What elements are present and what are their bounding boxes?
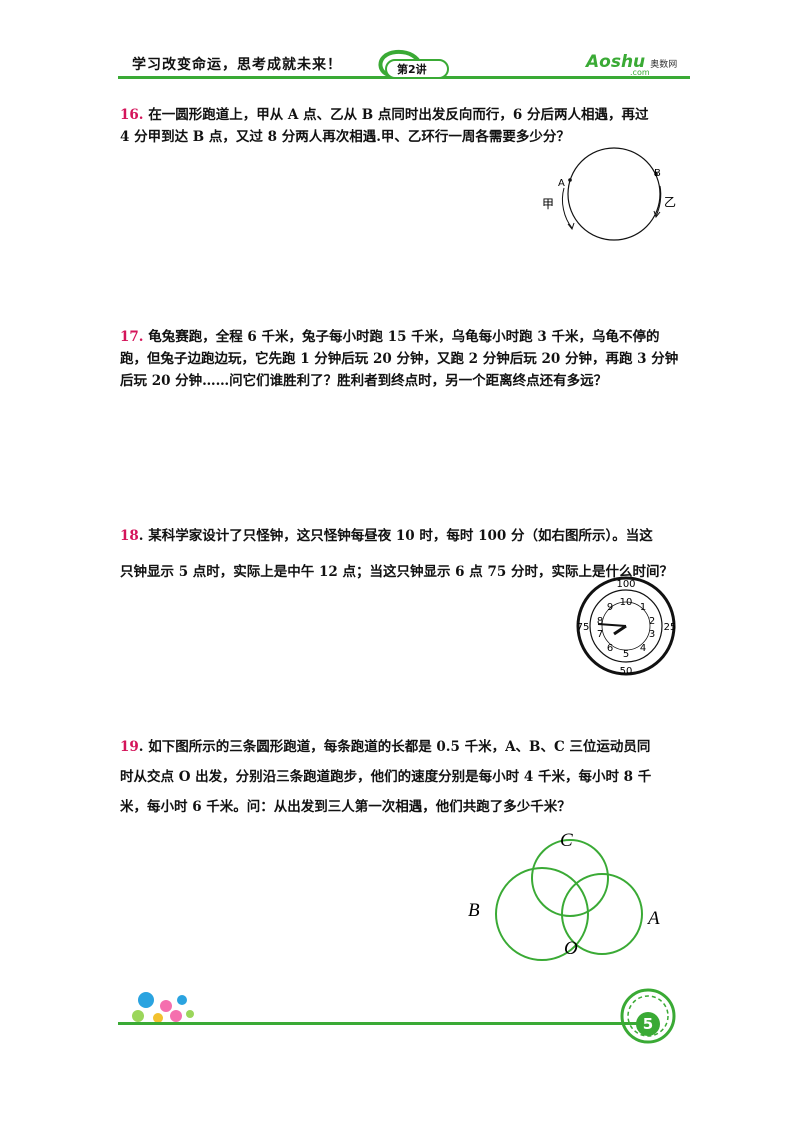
question-text-line: 在一圆形跑道上，甲从 A 点、乙从 B 点同时出发反向而行，6 分后两人相遇，再… [148, 107, 649, 123]
clock-outer-numbers: 100 25 50 75 [577, 579, 677, 677]
header-motto: 学习改变命运，思考成就未来！ [132, 57, 342, 73]
point-o-label: O [564, 938, 578, 959]
track-c-label: C [560, 830, 573, 851]
clock-hour: 10 [620, 597, 633, 608]
question-text-line: 只钟显示 5 点时，实际上是中午 12 点；当这只钟显示 6 点 75 分时，实… [120, 564, 673, 580]
question-text-line: 时从交点 O 出发，分别沿三条跑道跑步，他们的速度分别是每小时 4 千米，每小时… [120, 769, 652, 785]
track-b-label: B [468, 900, 480, 921]
question-text-line: 龟兔赛跑，全程 6 千米，兔子每小时跑 15 千米，乌龟每小时跑 3 千米，乌龟… [148, 329, 660, 345]
clock-hour-numbers: 10 1 2 3 4 5 6 7 8 9 [597, 597, 655, 660]
question-text-line: 4 分甲到达 B 点，又过 8 分两人再次相遇.甲、乙环行一周各需要多少分？ [120, 129, 570, 145]
question-number: 18 [120, 528, 139, 544]
question-number: 16. [120, 107, 144, 123]
flower-decoration-icon [132, 992, 194, 1023]
point-a-label: A [558, 178, 565, 189]
clock-outer-100: 100 [616, 579, 635, 590]
clock-hour: 4 [640, 643, 646, 654]
logo-sub: 奥数网 [650, 60, 678, 70]
question-16: 16. 在一圆形跑道上，甲从 A 点、乙从 B 点同时出发反向而行，6 分后两人… [120, 104, 692, 148]
footer-divider [118, 1022, 638, 1025]
logo-main: Aoshu [586, 52, 646, 72]
clock-outer-50: 50 [620, 666, 633, 677]
label-yi: 乙 [664, 195, 676, 209]
clock-hour: 2 [649, 616, 655, 627]
question-18: 18. 某科学家设计了只怪钟，这只怪钟每昼夜 10 时，每时 100 分（如右图… [120, 518, 692, 590]
clock-hour: 9 [607, 602, 613, 613]
lecture-swirl-icon [378, 49, 449, 79]
question-19: 19. 如下图所示的三条圆形跑道，每条跑道的长都是 0.5 千米，A、B、C 三… [120, 732, 692, 822]
question-number: 17. [120, 329, 144, 345]
question-number: 19 [120, 739, 139, 755]
label-jia: 甲 [542, 197, 554, 211]
clock-hour: 1 [640, 602, 646, 613]
question-text-line: 跑，但兔子边跑边玩，它先跑 1 分钟后玩 20 分钟，又跑 2 分钟后玩 20 … [120, 351, 679, 367]
clock-hour: 5 [623, 649, 629, 660]
clock-hour: 6 [607, 643, 613, 654]
question-text-line: . 某科学家设计了只怪钟，这只怪钟每昼夜 10 时，每时 100 分（如右图所示… [138, 528, 653, 544]
three-tracks-figure: C B A O [468, 830, 660, 961]
track-a-label: A [646, 908, 660, 929]
question-text-line: 米，每小时 6 千米。问：从出发到三人第一次相遇，他们共跑了多少千米？ [120, 799, 571, 815]
page-swirl-icon [620, 988, 676, 1044]
lecture-label: 第2讲 [397, 63, 427, 76]
clock-hour-hand [613, 624, 627, 636]
circular-track-figure: A B 甲 乙 [542, 147, 676, 241]
aoshu-logo: Aoshu 奥数网 .com [586, 52, 677, 77]
clock-hour: 3 [649, 629, 655, 640]
question-text-line: 后玩 20 分钟……问它们谁胜利了？胜利者到终点时，另一个距离终点还有多远？ [120, 373, 608, 389]
clock-outer-25: 25 [664, 622, 677, 633]
question-text-line: . 如下图所示的三条圆形跑道，每条跑道的长都是 0.5 千米，A、B、C 三位运… [138, 739, 651, 755]
point-b-label: B [654, 168, 661, 179]
question-17: 17. 龟兔赛跑，全程 6 千米，兔子每小时跑 15 千米，乌龟每小时跑 3 千… [120, 326, 692, 392]
clock-hour: 8 [597, 616, 603, 627]
logo-domain: .com [630, 68, 650, 77]
clock-minute-hand [597, 623, 627, 627]
page-number: 5 [636, 1012, 660, 1036]
clock-figure: 100 25 50 75 10 1 2 3 4 5 6 7 8 9 [576, 576, 677, 677]
clock-hour: 7 [597, 629, 603, 640]
clock-outer-75: 75 [577, 622, 590, 633]
